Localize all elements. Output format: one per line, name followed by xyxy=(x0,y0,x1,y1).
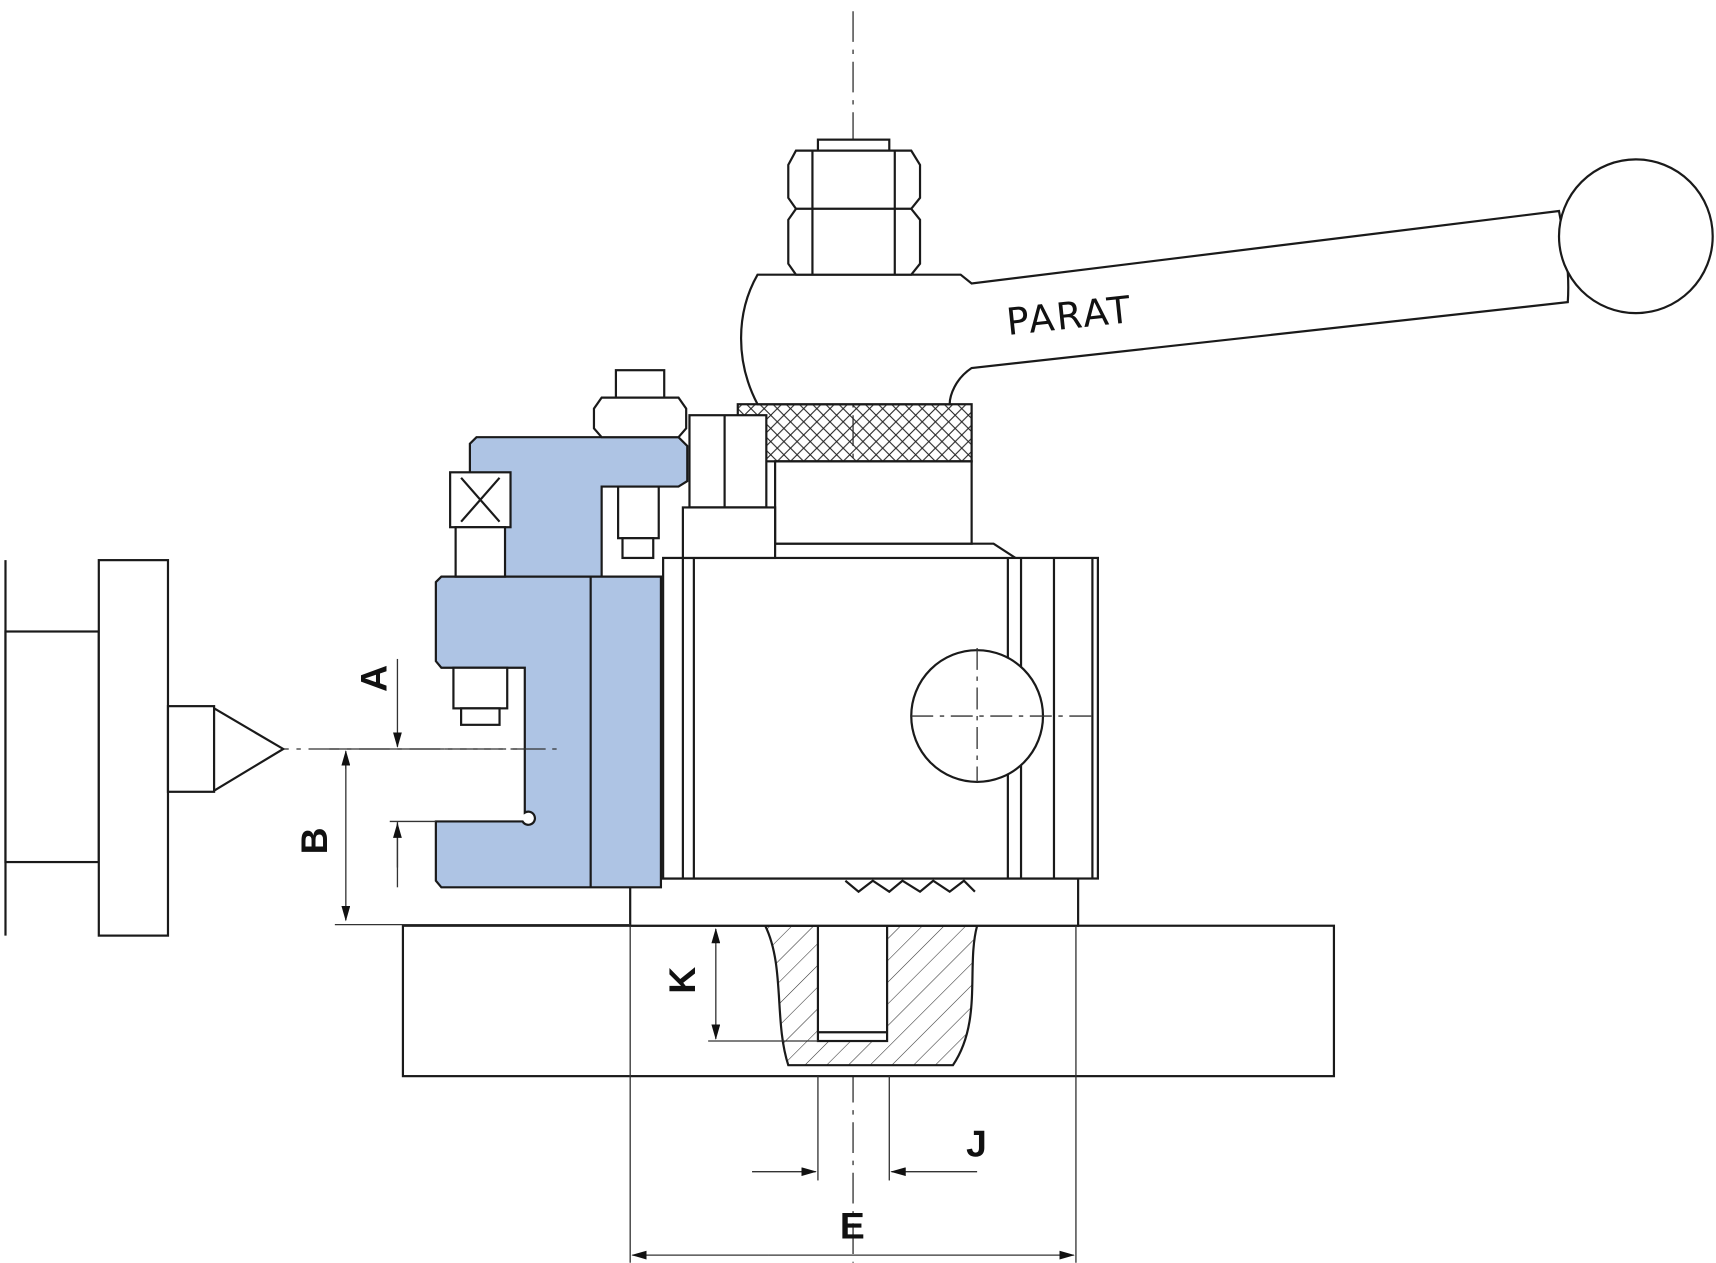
dimension-J: J xyxy=(752,1076,987,1181)
dimension-A: A xyxy=(329,658,445,750)
svg-text:A: A xyxy=(352,665,394,692)
dimension-E: E xyxy=(629,925,1077,1263)
base-plate xyxy=(629,877,1080,927)
svg-text:E: E xyxy=(840,1205,865,1247)
lathe-center xyxy=(4,559,286,937)
hex-nuts xyxy=(787,138,922,276)
svg-text:K: K xyxy=(661,967,703,994)
clamp-bolt xyxy=(592,369,688,560)
cross-slide xyxy=(401,924,1336,1078)
dimension-K: K xyxy=(661,927,818,1042)
tool-post-body xyxy=(662,403,1099,880)
svg-text:J: J xyxy=(966,1122,987,1164)
dimension-B: B xyxy=(293,750,631,926)
svg-text:B: B xyxy=(293,827,335,854)
knurled-ring xyxy=(736,403,973,463)
clamping-handle[interactable]: PARAT xyxy=(739,158,1714,406)
tool-holder[interactable] xyxy=(434,436,689,889)
height-adjust-screw[interactable] xyxy=(449,471,512,726)
